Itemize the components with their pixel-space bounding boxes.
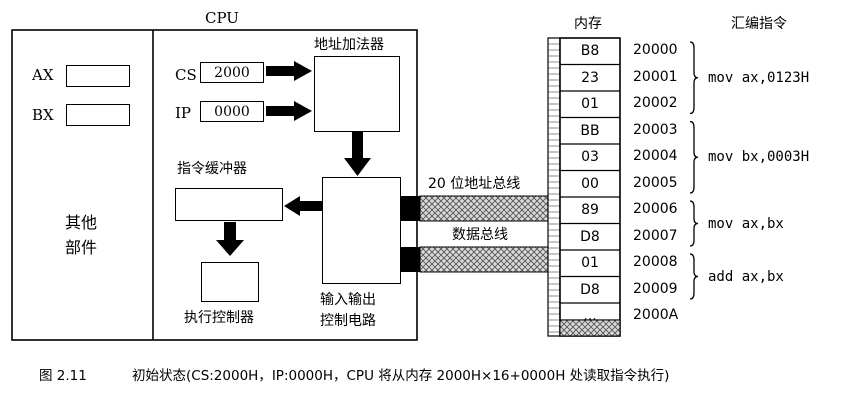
buffer-to-executor-arrow — [216, 222, 244, 256]
memory-cell: 03 — [581, 149, 599, 166]
other-parts-line1: 其他 — [65, 213, 98, 232]
instruction-brace — [689, 200, 699, 247]
memory-address: 20003 — [633, 121, 678, 138]
memory-header: 内存 — [574, 16, 602, 32]
bx-label: BX — [32, 106, 54, 124]
instruction-brace — [689, 41, 699, 115]
other-parts-line2: 部件 — [65, 238, 98, 257]
memory-address: 20008 — [633, 254, 678, 270]
memory-address: 20005 — [633, 174, 678, 191]
ax-label: AX — [32, 66, 54, 84]
io-control-label-line1: 输入输出 — [320, 292, 376, 308]
cpu-outer-box — [11, 29, 418, 341]
memory-address: 20007 — [633, 227, 678, 244]
ip-register: 0000 — [200, 101, 264, 122]
memory-column — [547, 37, 621, 337]
instruction-brace — [689, 120, 699, 194]
cs-to-adder-arrow — [266, 61, 312, 81]
figure-number: 图 2.11 — [39, 368, 87, 384]
assembly-instruction: mov bx,0003H — [708, 149, 810, 166]
ip-label: IP — [175, 104, 192, 122]
memory-cell: 01 — [581, 96, 599, 113]
memory-cell: 23 — [581, 69, 599, 86]
instruction-buffer-label: 指令缓冲器 — [177, 161, 247, 177]
ip-to-adder-arrow — [266, 101, 312, 121]
memory-cell: ... — [583, 308, 597, 325]
data-bus-label: 数据总线 — [452, 227, 508, 243]
address-bus-label: 20 位地址总线 — [428, 176, 521, 192]
memory-address: 20004 — [633, 148, 678, 164]
ax-register — [66, 65, 130, 87]
memory-cell: BB — [580, 122, 600, 139]
address-bus — [400, 195, 551, 222]
memory-cell: B8 — [580, 43, 600, 60]
memory-cell: 89 — [581, 202, 599, 219]
cs-label: CS — [175, 66, 197, 84]
memory-address: 2000A — [633, 307, 679, 323]
io-to-buffer-arrow — [284, 196, 322, 216]
memory-address: 20000 — [633, 42, 678, 58]
adder-to-io-arrow — [344, 132, 371, 176]
execution-controller-label: 执行控制器 — [184, 310, 254, 326]
instruction-brace — [689, 253, 699, 300]
memory-address: 20009 — [633, 280, 678, 297]
instruction-buffer — [175, 188, 283, 221]
assembly-instruction: mov ax,bx — [708, 215, 784, 232]
memory-address: 20002 — [633, 95, 678, 111]
assembly-instruction: add ax,bx — [708, 268, 784, 285]
assembly-instruction: mov ax,0123H — [708, 69, 810, 86]
figure-caption: 初始状态(CS:2000H，IP:0000H，CPU 将从内存 2000H×16… — [132, 368, 670, 384]
data-bus — [400, 246, 551, 273]
cs-register: 2000 — [200, 62, 264, 83]
memory-cell: D8 — [580, 228, 600, 245]
address-adder — [314, 56, 400, 132]
memory-address: 20001 — [633, 68, 678, 85]
memory-cell: D8 — [580, 281, 600, 298]
address-adder-label: 地址加法器 — [314, 37, 384, 53]
assembly-header: 汇编指令 — [731, 16, 787, 32]
memory-cell: 01 — [581, 255, 599, 272]
bx-register — [66, 104, 130, 126]
execution-controller — [201, 262, 259, 302]
io-control-circuit — [322, 177, 401, 284]
io-control-label-line2: 控制电路 — [320, 313, 376, 329]
cpu-label: CPU — [205, 9, 239, 27]
instruction-braces — [689, 41, 699, 300]
memory-cell: 00 — [581, 175, 599, 192]
memory-address: 20006 — [633, 201, 678, 217]
